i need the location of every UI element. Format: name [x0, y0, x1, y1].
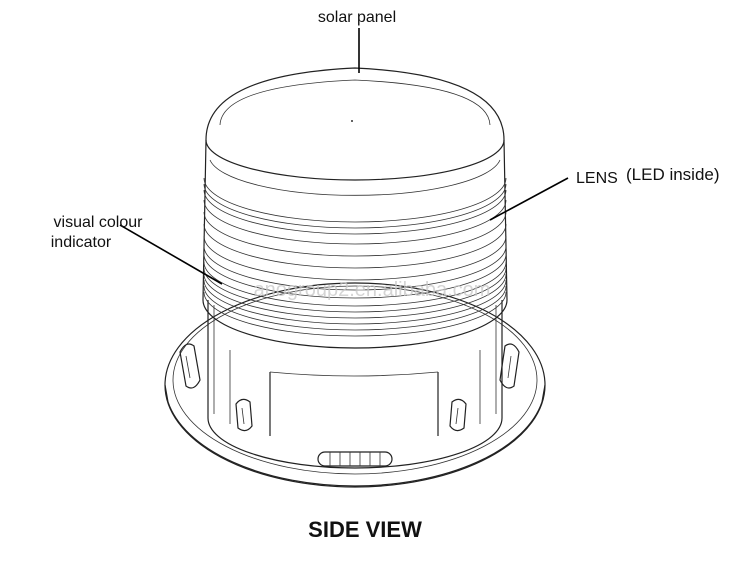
front-slot	[317, 451, 393, 467]
solar-panel-cap	[205, 67, 505, 196]
page-title: SIDE VIEW	[308, 517, 422, 542]
label-lens-note: (LED inside)	[626, 165, 720, 184]
lens-leader	[489, 177, 569, 221]
mounting-tabs	[179, 343, 520, 432]
label-indicator-line2: indicator	[51, 234, 112, 251]
lower-housing	[207, 300, 503, 469]
label-lens: LENS	[576, 170, 618, 187]
lens-body	[202, 139, 508, 349]
label-solar-panel: solar panel	[318, 9, 396, 26]
watermark-text: anogroup2.en.alibaba.com	[254, 279, 491, 301]
label-indicator-line1: visual colour	[54, 214, 144, 231]
indicator-leader	[119, 224, 223, 285]
base-flange	[164, 282, 546, 488]
